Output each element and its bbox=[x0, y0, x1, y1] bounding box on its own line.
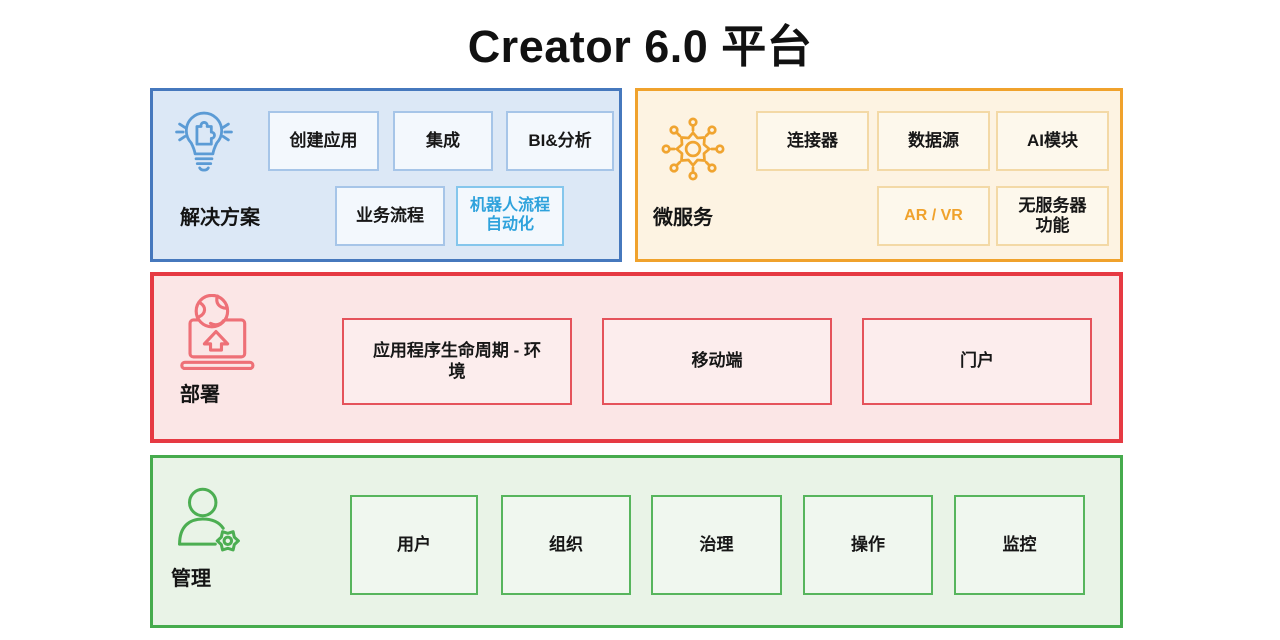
item-rpa: 机器人流程自动化 bbox=[456, 186, 564, 246]
gear-hub-icon bbox=[652, 109, 734, 189]
lightbulb-puzzle-icon bbox=[165, 105, 243, 176]
item-business-process: 业务流程 bbox=[335, 186, 445, 246]
item-operations: 操作 bbox=[803, 495, 933, 595]
laptop-globe-upload-icon bbox=[172, 294, 260, 376]
item-integration: 集成 bbox=[393, 111, 493, 171]
item-bi-analytics: BI&分析 bbox=[506, 111, 614, 171]
section-microservices-label: 微服务 bbox=[653, 207, 713, 229]
item-portal: 门户 bbox=[862, 318, 1092, 405]
item-users: 用户 bbox=[350, 495, 478, 595]
item-connectors: 连接器 bbox=[756, 111, 869, 171]
section-deployment: 部署 应用程序生命周期 - 环境 移动端 门户 bbox=[150, 272, 1123, 443]
section-management: 管理 用户 组织 治理 操作 监控 bbox=[150, 455, 1123, 628]
item-data-sources: 数据源 bbox=[877, 111, 990, 171]
section-microservices: 微服务 连接器 数据源 AI模块 AR / VR 无服务器功能 bbox=[635, 88, 1123, 262]
item-monitoring: 监控 bbox=[954, 495, 1085, 595]
section-deployment-label: 部署 bbox=[180, 384, 220, 406]
item-app-lifecycle: 应用程序生命周期 - 环境 bbox=[342, 318, 572, 405]
item-create-apps: 创建应用 bbox=[268, 111, 379, 171]
item-organizations: 组织 bbox=[501, 495, 631, 595]
item-governance: 治理 bbox=[651, 495, 782, 595]
item-mobile: 移动端 bbox=[602, 318, 832, 405]
item-ai-modules: AI模块 bbox=[996, 111, 1109, 171]
section-management-label: 管理 bbox=[171, 568, 211, 590]
item-ar-vr: AR / VR bbox=[877, 186, 990, 246]
person-gear-icon bbox=[171, 484, 245, 558]
section-solutions: 解决方案 创建应用 集成 BI&分析 业务流程 机器人流程自动化 bbox=[150, 88, 622, 262]
section-solutions-label: 解决方案 bbox=[180, 207, 260, 229]
item-serverless: 无服务器功能 bbox=[996, 186, 1109, 246]
page-title: Creator 6.0 平台 bbox=[467, 21, 813, 72]
